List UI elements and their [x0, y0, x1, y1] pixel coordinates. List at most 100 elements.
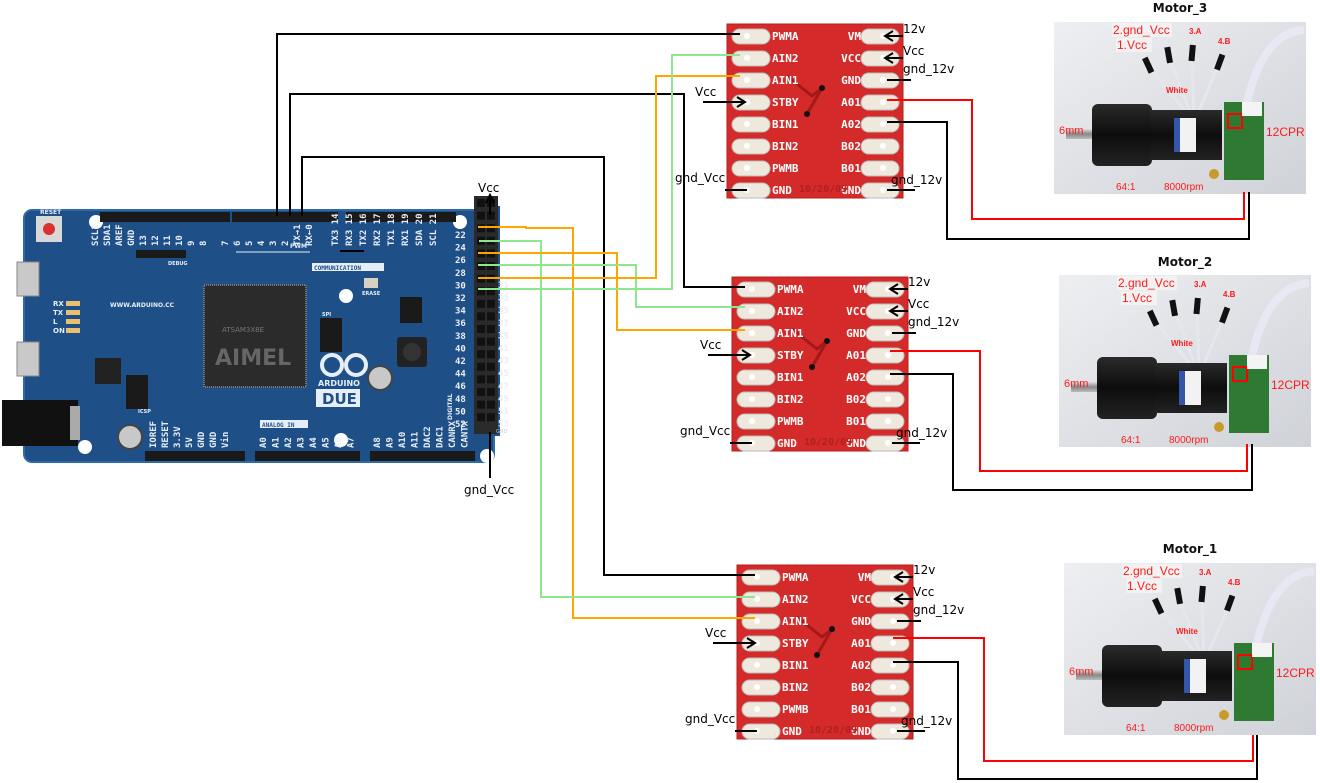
vcc-label: Vcc	[913, 585, 934, 599]
dupont-connector	[1219, 306, 1231, 324]
pin-hole	[890, 618, 896, 624]
mount-hole	[453, 215, 467, 229]
arduino-gnd-label: gnd_Vcc	[464, 483, 514, 497]
stby-label: Vcc	[695, 85, 716, 99]
dupont-connector	[1152, 597, 1165, 615]
label-bg	[1116, 38, 1152, 52]
top-pin-label: 4	[257, 240, 267, 246]
top-pin-label: 2	[281, 241, 291, 246]
side-pin-label: 39	[498, 331, 509, 341]
pin-label-right: GND	[846, 327, 866, 340]
shaft-label: 6mm	[1069, 666, 1093, 678]
pin-pad-right	[865, 413, 905, 430]
vm-label: 12v	[903, 22, 925, 36]
header-socket	[477, 400, 485, 409]
ribbon-cable	[1250, 567, 1315, 659]
arduino-due-board: RESET RX TX L ON WWW.ARDUINO.CC ATSAM3X8…	[2, 196, 509, 463]
arrow-left-icon	[883, 52, 894, 64]
pin-label-right: GND	[851, 725, 871, 738]
pin-pad-left	[741, 569, 781, 586]
pin-label-left: AIN1	[782, 615, 809, 628]
encoder-cpr-label: 12CPR	[1276, 666, 1315, 680]
gnd-left-label: gnd_Vcc	[680, 424, 730, 438]
atmel-logo: AIMEL	[215, 346, 291, 371]
pin-pad-left	[731, 138, 771, 155]
header-socket	[477, 413, 485, 422]
top-header-comm	[346, 212, 456, 222]
led-label: TX	[53, 309, 64, 317]
pin-hole	[744, 99, 750, 105]
pin-pad-right	[860, 94, 900, 111]
analog-label: ANALOG IN	[262, 422, 295, 429]
wire-driver1-a02-motor1	[893, 661, 1258, 780]
logo-loop-left	[320, 353, 344, 377]
wire-pin28-driver2-ain2	[478, 264, 745, 308]
gnd-top-label: gnd_12v	[913, 603, 964, 617]
top-pin-label: 8	[199, 241, 209, 246]
arduino-logo-text: ARDUINO	[318, 379, 360, 388]
side-pin-label: 22	[455, 231, 466, 241]
pin-label-left: BIN1	[777, 371, 804, 384]
header-socket	[477, 299, 485, 308]
vcc-label: Vcc	[903, 44, 924, 58]
motor-label-stripe	[1179, 371, 1185, 405]
top-pin-label: 7	[221, 241, 231, 246]
header-socket	[477, 337, 485, 346]
pin-hole	[754, 706, 760, 712]
header-socket	[487, 350, 495, 359]
motor-shaft	[1066, 129, 1092, 139]
pin-hole	[885, 330, 891, 336]
led-label: ON	[53, 327, 65, 335]
pin-hole	[885, 286, 891, 292]
pin-hole	[890, 574, 896, 580]
gearbox	[1102, 645, 1162, 707]
side-pin-label: 41	[498, 344, 509, 354]
analog-pin-label: DAC2	[423, 426, 433, 448]
power-jack-ring	[70, 406, 80, 440]
pin-pad-left	[741, 613, 781, 630]
pin-hole	[749, 396, 755, 402]
pin-pad-right	[870, 657, 910, 674]
reset-button-cap[interactable]	[43, 223, 55, 235]
analog-pin-label: A1	[272, 437, 282, 448]
analog-badge	[260, 420, 308, 428]
top-pin-label: RX3 15	[345, 213, 355, 246]
dupont-connector	[1164, 46, 1173, 64]
erase-button[interactable]	[364, 278, 378, 288]
side-pin-label: 47	[498, 382, 509, 392]
header-socket	[477, 312, 485, 321]
pin-pad-left	[736, 325, 776, 342]
header-socket	[487, 312, 495, 321]
pin-label-right: B01	[851, 703, 871, 716]
inductor-core	[403, 343, 421, 361]
power-pin-label: IOREF	[149, 421, 159, 448]
pin-pad-left	[731, 116, 771, 133]
encoder-connector	[1247, 355, 1267, 369]
pin-hole	[744, 165, 750, 171]
wire-color-label: White	[1171, 339, 1193, 348]
header-socket	[477, 199, 485, 207]
pin-label-right: B01	[846, 415, 866, 428]
wire-vcc-label: 1.Vcc	[1117, 38, 1147, 52]
top-header-left	[100, 212, 230, 222]
pin-label-left: AIN1	[777, 327, 804, 340]
led-label: L	[53, 318, 58, 326]
pin-hole	[890, 706, 896, 712]
analog-pin-label: A6	[334, 437, 344, 448]
pin-label-right: B02	[846, 393, 866, 406]
screw	[1219, 710, 1229, 720]
speed-label: 8000rpm	[1174, 723, 1213, 734]
pin-hole	[890, 728, 896, 734]
pin-label-right: GND	[841, 74, 861, 87]
pin-hole	[754, 662, 760, 668]
pin-hole	[749, 308, 755, 314]
pin-hole	[885, 352, 891, 358]
pin-pad-right	[860, 116, 900, 133]
header-socket	[487, 413, 495, 422]
pin-pad-left	[731, 50, 771, 67]
pin-label-right: A02	[851, 659, 871, 672]
analog-pin-label: A7	[347, 437, 357, 448]
